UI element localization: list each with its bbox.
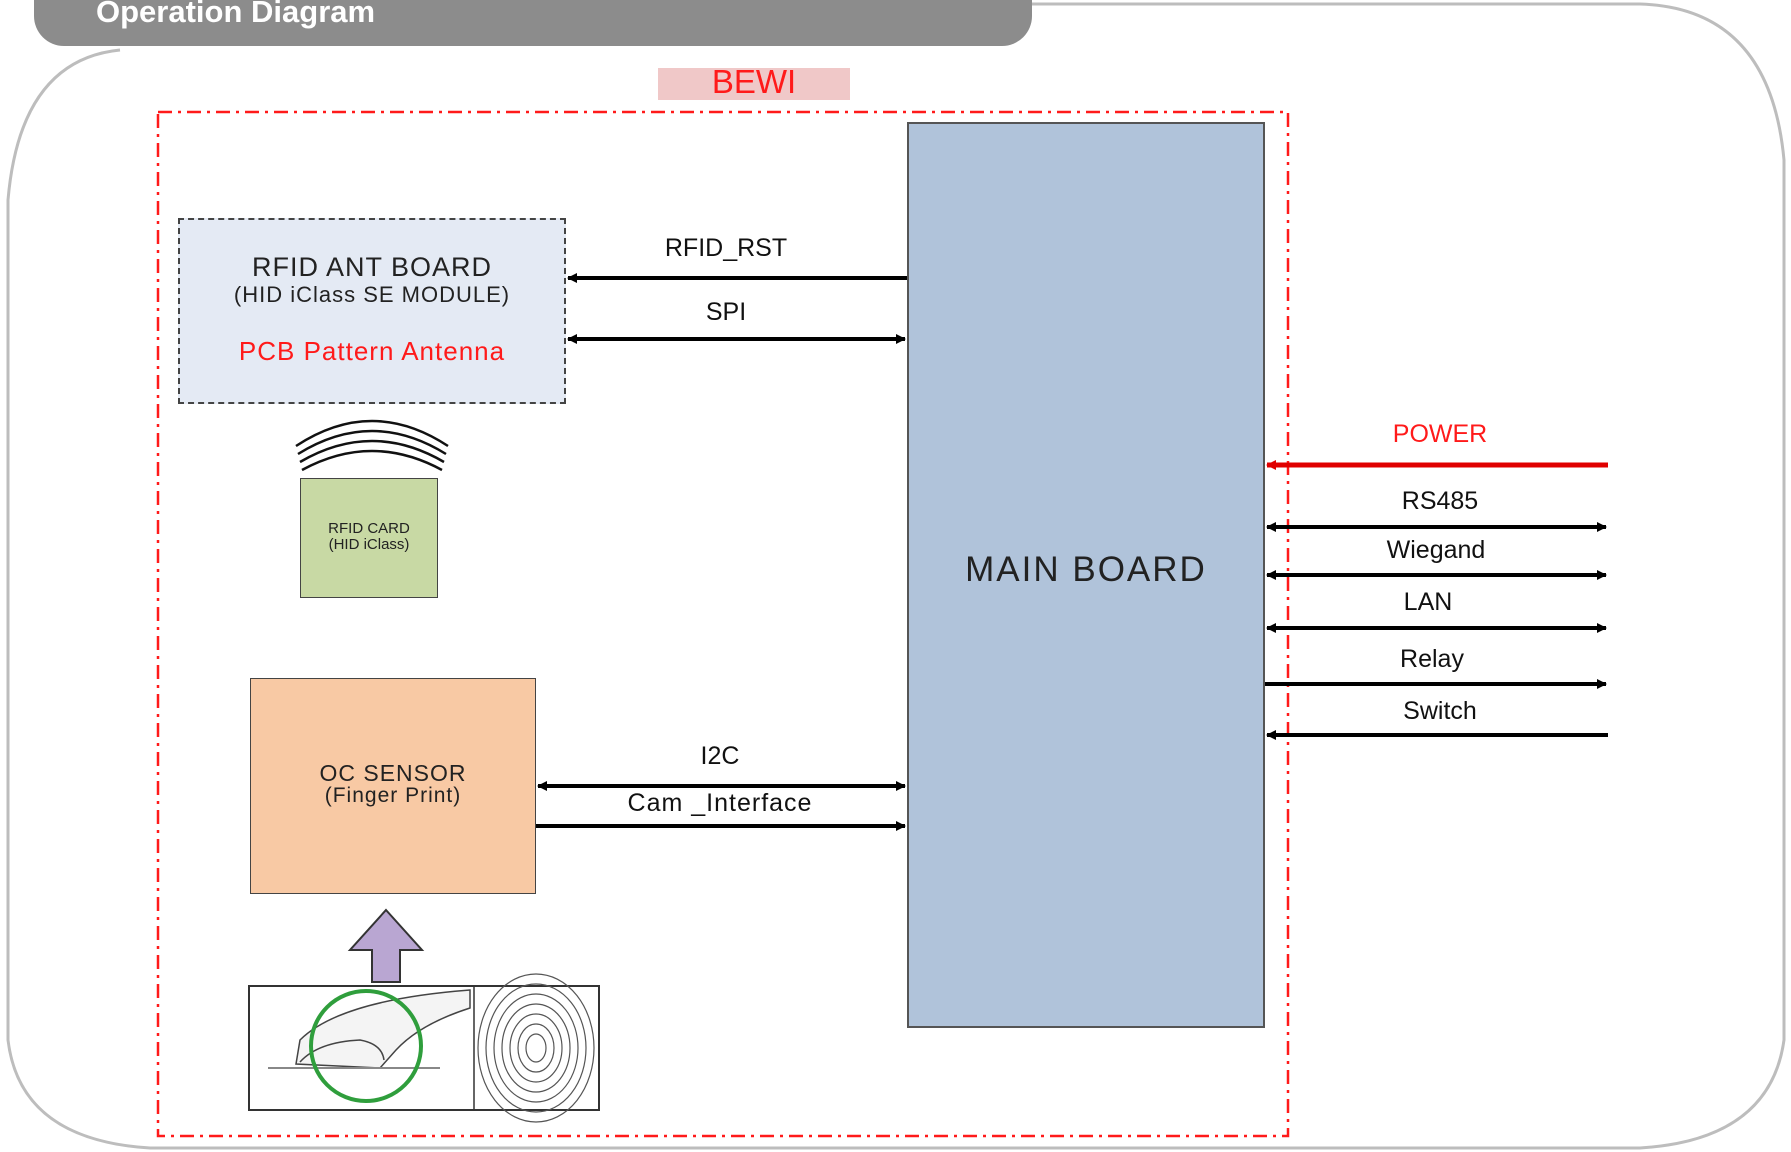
signal-label-power: POWER: [1392, 420, 1488, 448]
rfid-card: [300, 478, 438, 598]
signal-label-rfid-rst: RFID_RST: [664, 234, 788, 262]
system-label-bg: [658, 68, 850, 100]
page-title: Operation Diagram: [96, 0, 376, 29]
rfid-ant-board: [178, 218, 566, 404]
rfid-board-subtitle: (HID iClass SE MODULE): [233, 282, 511, 307]
signal-label-wiegand: Wiegand: [1386, 536, 1486, 564]
rfid-board-title: RFID ANT BOARD: [251, 252, 493, 282]
oc-sensor-subtitle: (Finger Print): [324, 784, 462, 807]
main-board-title: MAIN BOARD: [965, 550, 1207, 589]
oc-sensor-title: OC SENSOR: [319, 760, 467, 786]
signal-label-cam: Cam _Interface: [627, 789, 813, 817]
rfid-board-antenna: PCB Pattern Antenna: [238, 336, 506, 366]
signal-label-lan: LAN: [1403, 588, 1453, 616]
header-tab: [34, 0, 1032, 46]
oc-sensor: [250, 678, 536, 894]
signal-label-relay: Relay: [1400, 645, 1464, 673]
rfid-card-line2: (HID iClass): [328, 536, 410, 553]
signal-label-rs485: RS485: [1401, 487, 1479, 515]
main-board: [907, 122, 1265, 1028]
system-label: BEWI: [711, 63, 797, 100]
signal-label-switch: Switch: [1403, 697, 1477, 725]
signal-label-i2c: I2C: [700, 742, 740, 770]
signal-label-spi: SPI: [705, 298, 747, 326]
rfid-card-line1: RFID CARD: [328, 520, 410, 537]
